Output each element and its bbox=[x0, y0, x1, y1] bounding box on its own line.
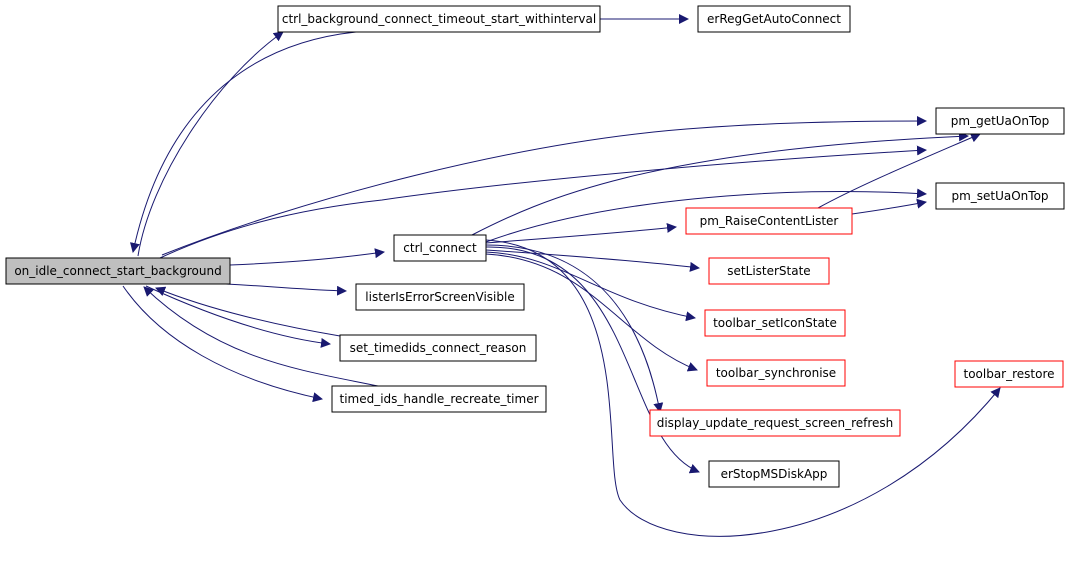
node-ctrl_background_connect_timeout_start_withinterval[interactable]: ctrl_background_connect_timeout_start_wi… bbox=[277, 5, 601, 33]
node-box bbox=[697, 5, 851, 33]
edge-on_idle_connect_start_background-to-ctrl_background_connect_timeout_start_withinterval bbox=[229, 248, 385, 266]
node-erStopMSDiskApp[interactable]: erStopMSDiskApp bbox=[708, 460, 840, 488]
node-pm_RaiseContentLister[interactable]: pm_RaiseContentLister bbox=[685, 207, 853, 235]
node-label: ctrl_background_connect_timeout_start_wi… bbox=[282, 12, 596, 26]
node-box bbox=[5, 257, 231, 285]
node-listerIsErrorScreenVisible[interactable]: listerIsErrorScreenVisible bbox=[355, 283, 525, 311]
node-ctrl_connect[interactable]: ctrl_connect bbox=[393, 234, 487, 262]
node-label: listerIsErrorScreenVisible bbox=[365, 290, 514, 304]
node-set_timedids_connect_reason[interactable]: set_timedids_connect_reason bbox=[339, 334, 537, 362]
node-box bbox=[339, 334, 537, 362]
node-label: erRegGetAutoConnect bbox=[707, 12, 841, 26]
node-label: pm_RaiseContentLister bbox=[700, 214, 839, 228]
node-toolbar_setIconState[interactable]: toolbar_setIconState bbox=[704, 309, 846, 337]
edge-pm_RaiseContentLister-to-pm_setUaOnTop bbox=[817, 132, 981, 209]
node-label: toolbar_synchronise bbox=[716, 366, 836, 380]
node-box bbox=[706, 359, 846, 387]
node-label: toolbar_restore bbox=[963, 367, 1054, 381]
node-box bbox=[393, 234, 487, 262]
edge-on_idle_connect_start_background-to-ctrl_connect bbox=[130, 31, 357, 253]
node-pm_setUaOnTop[interactable]: pm_setUaOnTop bbox=[935, 182, 1065, 210]
node-label: erStopMSDiskApp bbox=[721, 467, 828, 481]
node-erRegGetAutoConnect[interactable]: erRegGetAutoConnect bbox=[697, 5, 851, 33]
edge-ctrl_connect-to-pm_getUaOnTop bbox=[143, 286, 379, 387]
node-label: display_update_request_screen_refresh bbox=[657, 416, 894, 430]
edge-ctrl_connect-to-erStopMSDiskApp bbox=[485, 244, 664, 413]
edge-ctrl_connect-to-pm_RaiseContentLister bbox=[485, 188, 927, 243]
edge-pm_RaiseContentLister-to-pm_getUaOnTop bbox=[485, 239, 1001, 537]
node-label: pm_setUaOnTop bbox=[951, 189, 1048, 203]
node-pm_getUaOnTop[interactable]: pm_getUaOnTop bbox=[935, 107, 1065, 135]
node-box bbox=[935, 107, 1065, 135]
node-box bbox=[649, 409, 901, 437]
edge-ctrl_background_connect_timeout_start_withinterval-to-erRegGetAutoConnect bbox=[161, 116, 927, 256]
edge-on_idle_connect_start_background-to-timed_ids_handle_recreate_timer bbox=[155, 286, 341, 337]
node-toolbar_restore[interactable]: toolbar_restore bbox=[954, 360, 1064, 388]
edge-ctrl_connect-to-pm_setUaOnTop bbox=[471, 131, 969, 236]
edge-ctrl_connect-to-display_update_request_screen_refresh bbox=[485, 253, 698, 372]
edge-on_idle_connect_start_background-to-pm_getUaOnTop bbox=[137, 31, 284, 257]
node-label: toolbar_setIconState bbox=[713, 316, 837, 330]
node-label: timed_ids_handle_recreate_timer bbox=[339, 392, 538, 406]
node-box bbox=[954, 360, 1064, 388]
node-setListerState[interactable]: setListerState bbox=[708, 257, 830, 285]
edge-ctrl_connect-to-toolbar_restore bbox=[485, 246, 700, 474]
edge-set_timedids_connect_reason-to-on_idle_connect_start_background bbox=[145, 285, 331, 348]
node-box bbox=[331, 385, 547, 413]
node-box bbox=[708, 460, 840, 488]
node-box bbox=[935, 182, 1065, 210]
node-box bbox=[704, 309, 846, 337]
edge-on_idle_connect_start_background-to-set_timedids_connect_reason bbox=[225, 283, 347, 296]
edge-ctrl_connect-to-toolbar_setIconState bbox=[485, 249, 700, 272]
node-timed_ids_handle_recreate_timer[interactable]: timed_ids_handle_recreate_timer bbox=[331, 385, 547, 413]
node-box bbox=[708, 257, 830, 285]
node-display_update_request_screen_refresh[interactable]: display_update_request_screen_refresh bbox=[649, 409, 901, 437]
node-label: on_idle_connect_start_background bbox=[14, 264, 221, 278]
edge-ctrl_connect-to-toolbar_synchronise bbox=[485, 251, 696, 322]
node-box bbox=[355, 283, 525, 311]
node-on_idle_connect_start_background: on_idle_connect_start_background bbox=[5, 257, 231, 285]
edge-timed_ids_handle_recreate_timer-to-on_idle_connect_start_background bbox=[122, 285, 323, 403]
node-label: ctrl_connect bbox=[403, 241, 477, 255]
node-label: set_timedids_connect_reason bbox=[350, 341, 527, 355]
node-box bbox=[685, 207, 853, 235]
node-label: pm_getUaOnTop bbox=[951, 114, 1049, 128]
node-box bbox=[277, 5, 601, 33]
node-label: setListerState bbox=[727, 264, 810, 278]
edge-pm_RaiseContentLister-to-toolbar_restore bbox=[851, 198, 927, 215]
edge-ctrl_connect-to-setListerState bbox=[485, 222, 677, 244]
node-toolbar_synchronise[interactable]: toolbar_synchronise bbox=[706, 359, 846, 387]
edge-ctrl_background_connect_timeout_start_withinterval-to-on_idle_connect_start_background bbox=[159, 145, 927, 259]
